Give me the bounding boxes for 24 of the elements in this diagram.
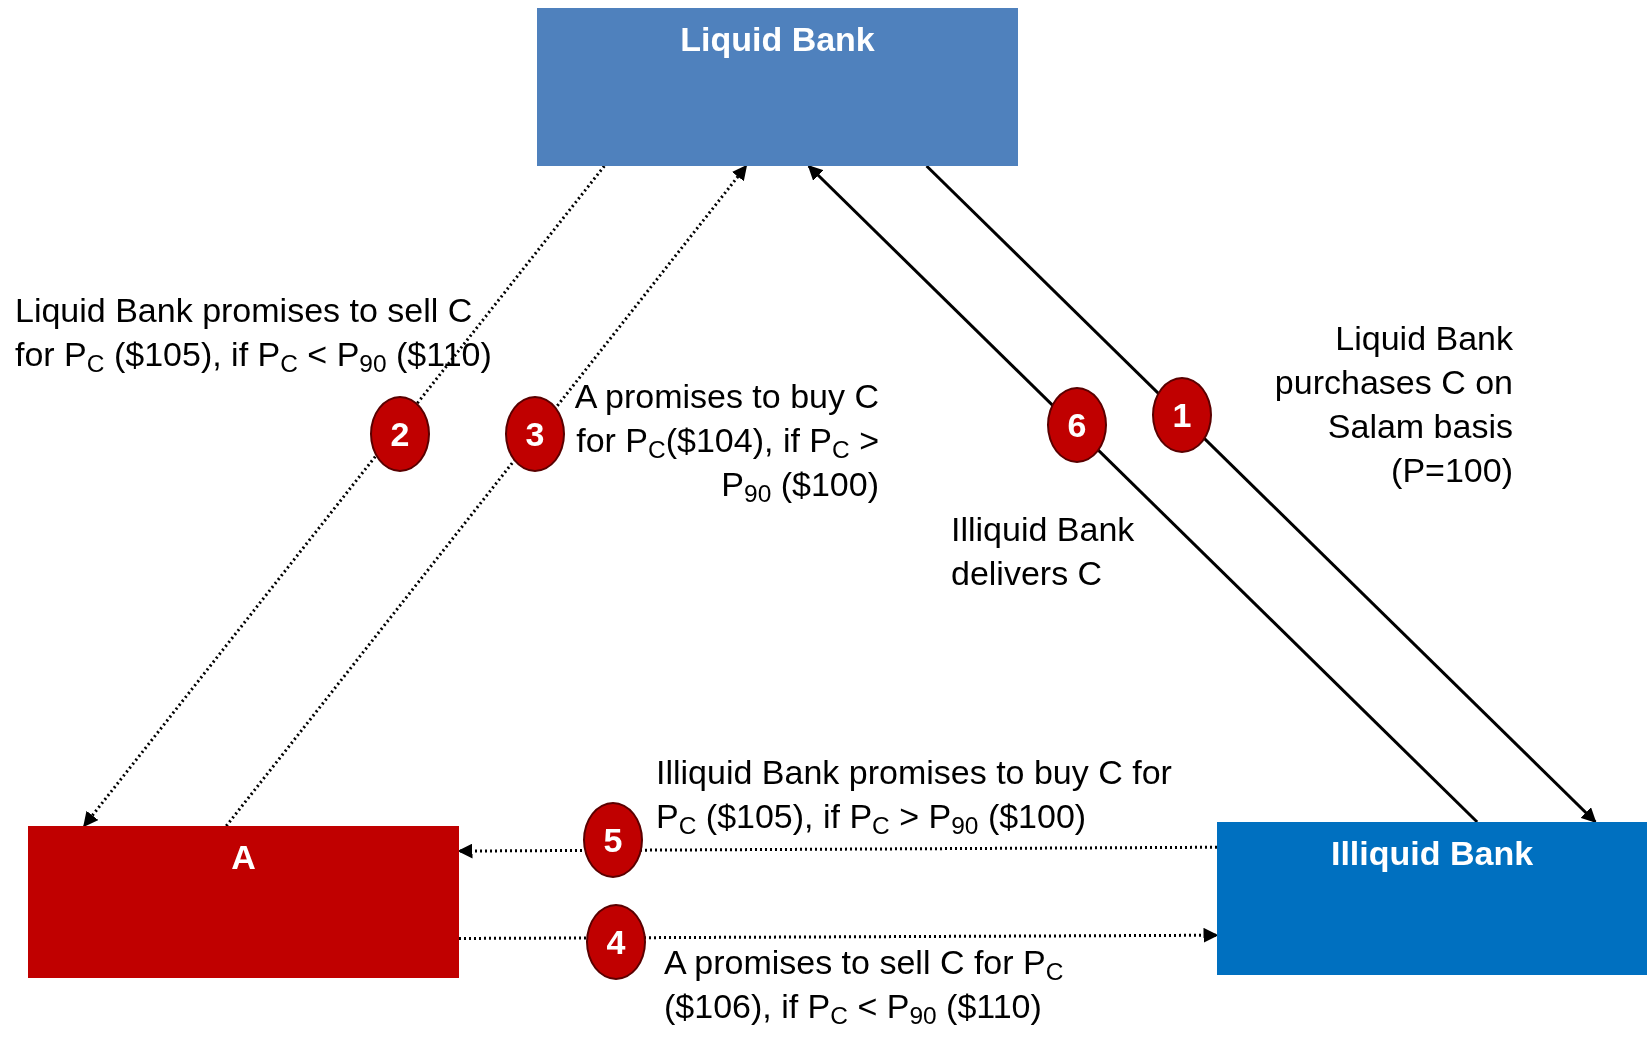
box-title: Liquid Bank	[679, 20, 876, 59]
box-title: Illiquid Bank	[1329, 834, 1535, 873]
arrow	[807, 164, 1479, 824]
step-number: 3	[505, 396, 565, 472]
step-number: 2	[370, 396, 430, 472]
dotted-arrow	[457, 843, 1217, 859]
step-number: 4	[586, 904, 646, 980]
step-description: A promises to sell C for P$_{C}$ ($106), if P$_{C}$ < P$_{90}$ ($110)	[664, 942, 1065, 1028]
step-description: A promises to buy C for P$_{C}$($104), if P$_{C}$ > P$_{90}$ ($100)	[573, 376, 879, 506]
step-number: 1	[1152, 377, 1212, 453]
liquid-bank-box	[537, 8, 1018, 166]
step-description: Illiquid Bank delivers C	[951, 509, 1136, 594]
step-number: 6	[1047, 387, 1107, 463]
dotted-arrow	[82, 165, 606, 828]
party-box	[28, 826, 459, 978]
step-description: Liquid Bank purchases C on Salam basis (P=100)	[1273, 318, 1513, 491]
step-description: Liquid Bank promises to sell C for P$_{C}$ ($105), if P$_{C}$ < P$_{90}$ ($110)	[15, 290, 493, 376]
step-number: 5	[583, 802, 643, 878]
step-description: Illiquid Bank promises to buy C for P$_{C}$ ($105), if P$_{C}$ > P$_{90}$ ($100)	[656, 752, 1173, 838]
box-title: A	[230, 838, 257, 877]
dotted-arrow	[459, 927, 1219, 943]
dotted-arrow	[225, 164, 748, 827]
arrow	[925, 164, 1597, 824]
illiquid-bank-box	[1217, 822, 1647, 975]
